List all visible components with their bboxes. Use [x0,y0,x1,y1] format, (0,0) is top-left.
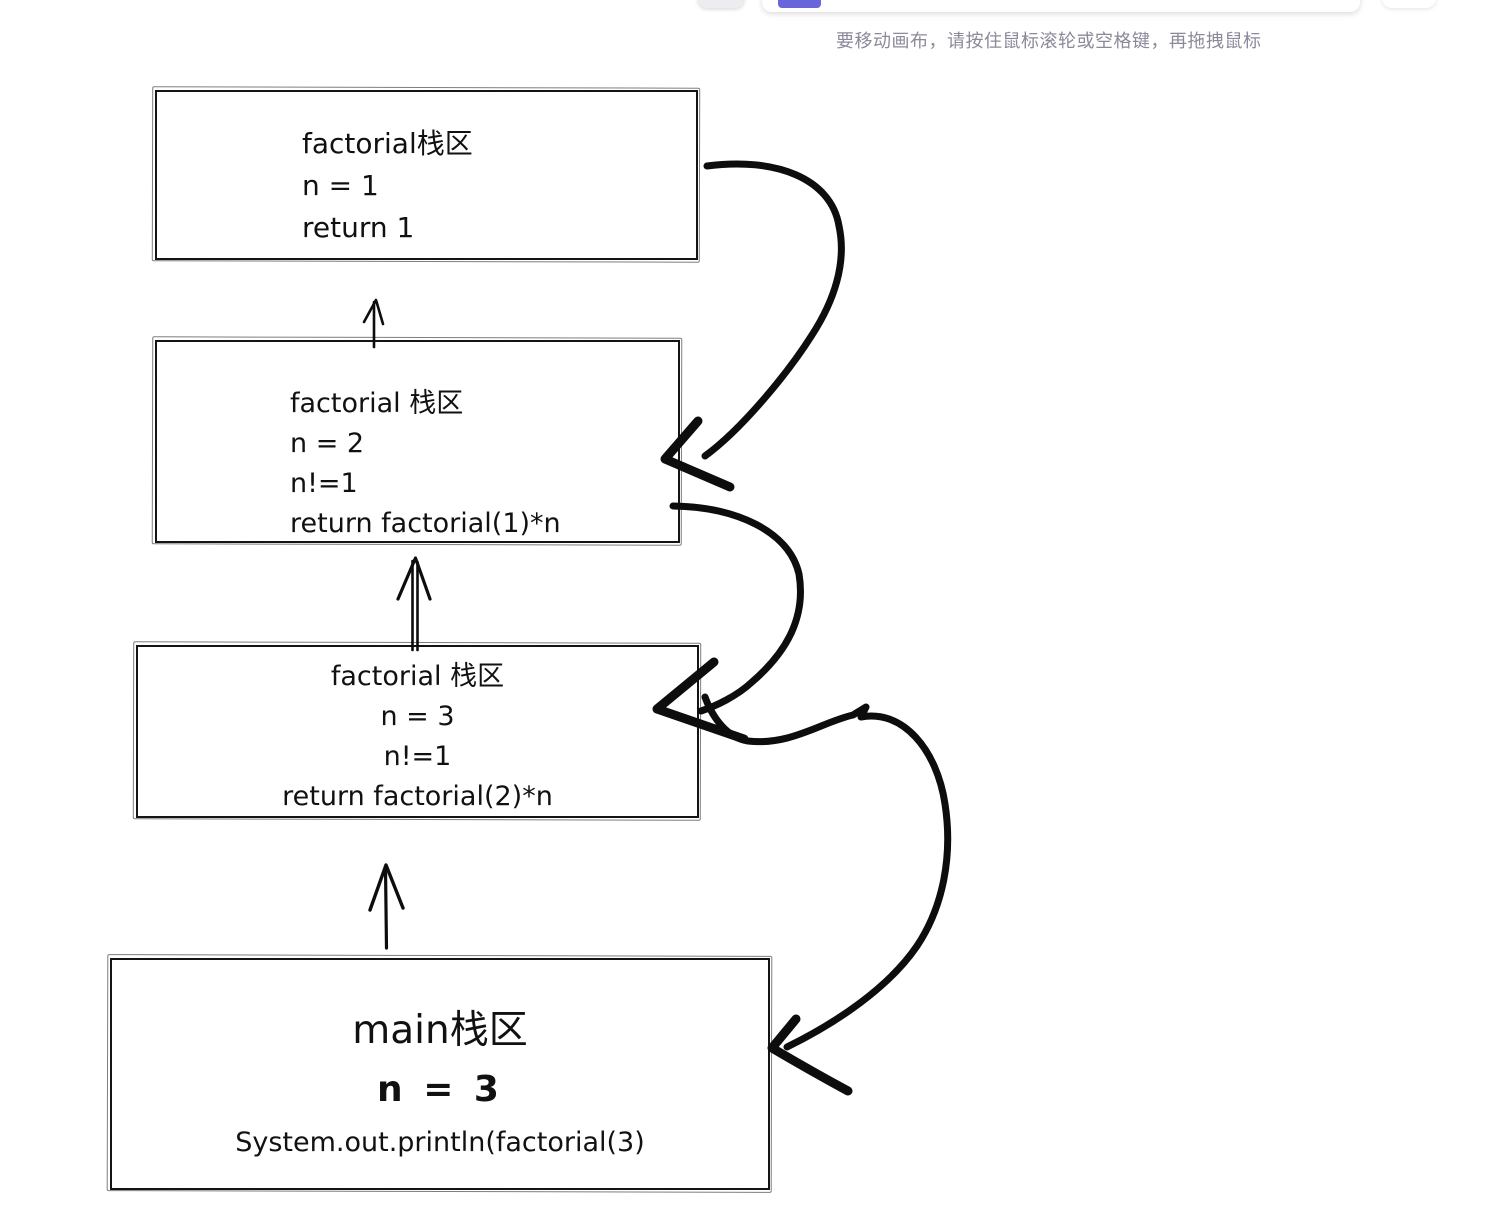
frame-line: return factorial(1)*n [290,508,561,539]
frame-line: n = 1 [302,169,379,202]
stack-frame-factorial-n2[interactable]: factorial 栈区 n = 2 n!=1 return factorial… [155,340,680,543]
frame-line: n!=1 [383,741,452,772]
frame-line: return factorial(2)*n [282,781,553,812]
frame-line: return 1 [302,211,415,244]
menu-button[interactable] [698,0,744,8]
frame-line: System.out.println(factorial(3) [235,1127,645,1158]
canvas-pan-hint: 要移动画布，请按住鼠标滚轮或空格键，再拖拽鼠标 [836,31,1262,52]
stack-frame-factorial-n3[interactable]: factorial 栈区 n = 3 n!=1 return factorial… [136,645,699,818]
frame-title: factorial 栈区 [330,661,505,692]
frame-title: main栈区 [352,1008,528,1053]
frame-line: n = 2 [290,428,365,459]
frame-title: factorial 栈区 [290,388,464,419]
toolbar[interactable] [762,0,1360,12]
call-arrow-frame4-to-frame3[interactable] [368,863,405,950]
frame-line: n!=1 [290,468,358,499]
frame-line: n = 3 [380,701,455,732]
stack-frame-main[interactable]: main栈区 n = 3 System.out.println(factoria… [110,958,770,1190]
stack-frame-factorial-n1[interactable]: factorial栈区 n = 1 return 1 [155,90,698,260]
toolbar-right-button[interactable] [1382,0,1436,8]
frame-line: n = 3 [377,1069,503,1110]
active-tool-indicator[interactable] [778,0,821,8]
call-arrow-frame3-to-frame2[interactable] [396,556,432,652]
frame-title: factorial栈区 [302,127,473,160]
